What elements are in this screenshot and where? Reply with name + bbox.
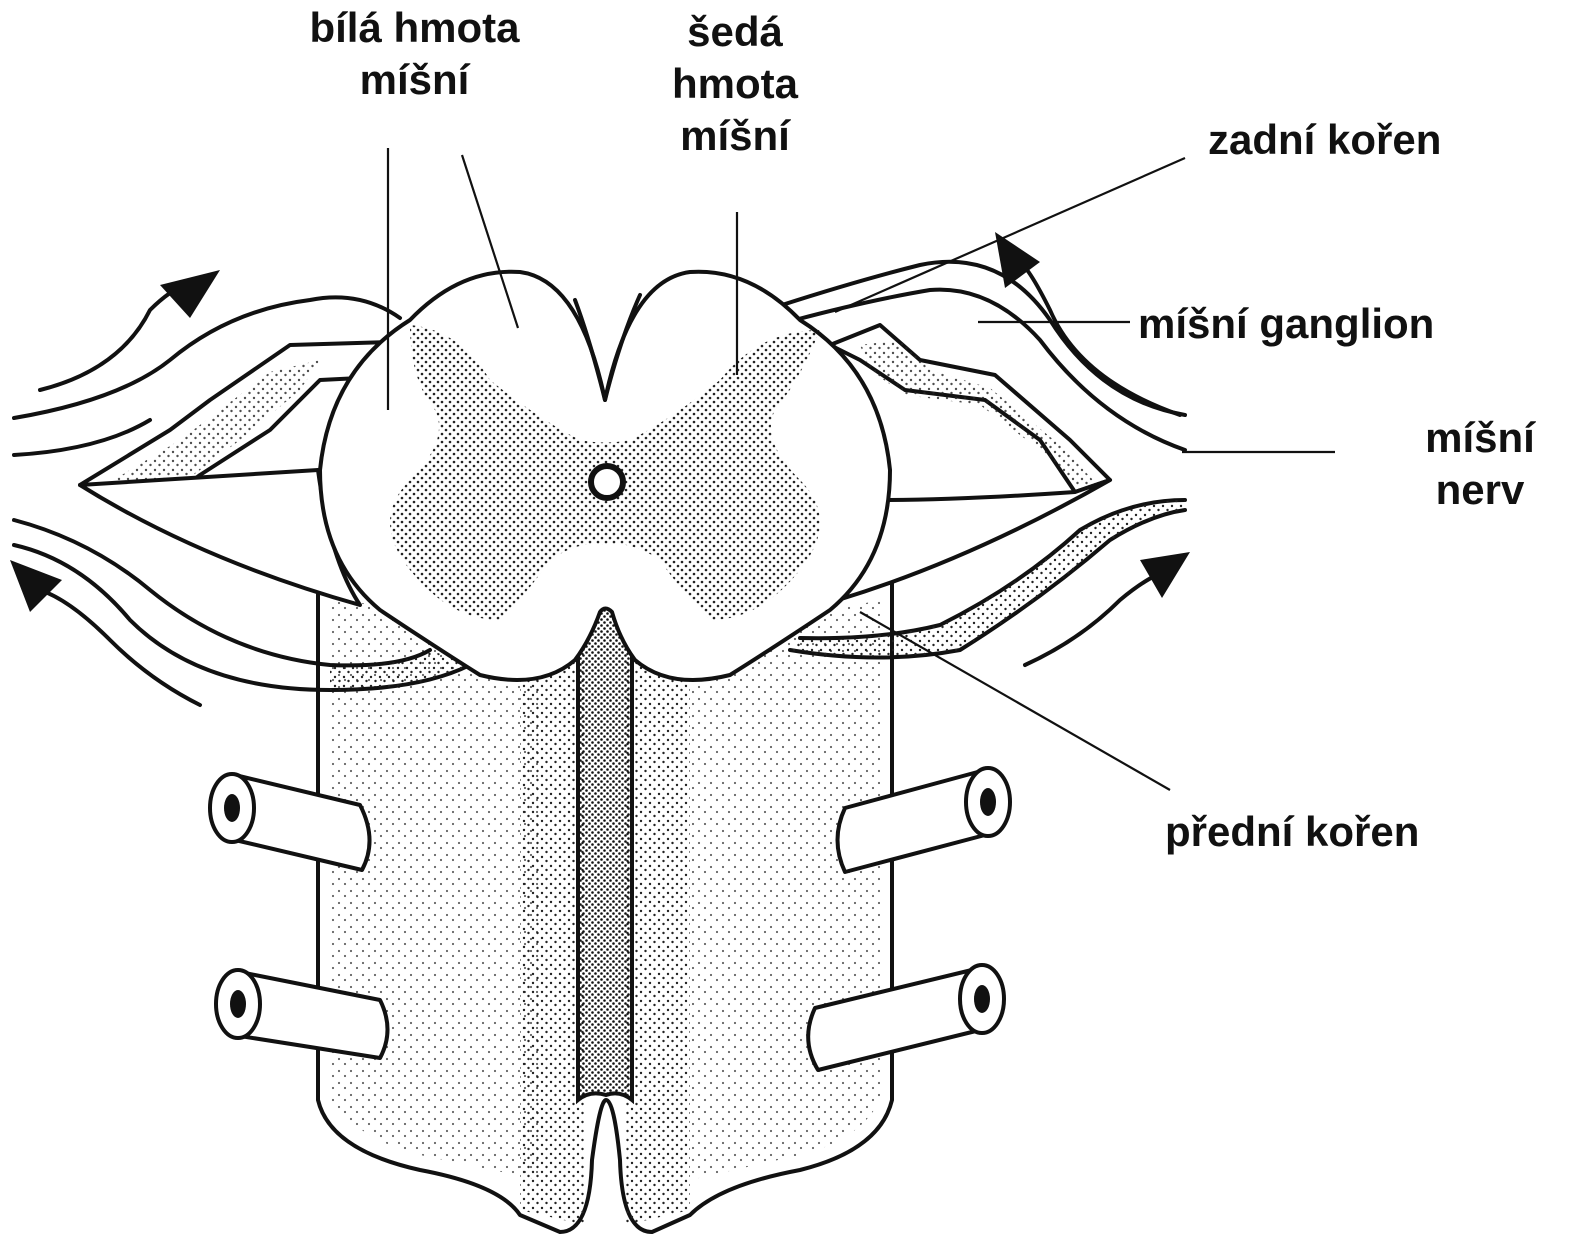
label-dorsal-root: zadní kořen — [1208, 114, 1441, 166]
central-canal — [591, 466, 623, 498]
label-white-matter: bílá hmota míšní — [262, 2, 567, 106]
label-grey-matter-line1: šedá — [630, 6, 840, 58]
left-lower-arrow — [10, 560, 200, 705]
label-grey-matter-line3: míšní — [630, 110, 840, 162]
label-spinal-nerve-line2: nerv — [1395, 464, 1565, 516]
leader-ventral-root — [860, 612, 1170, 790]
leader-dorsal-root — [835, 158, 1185, 312]
label-grey-matter: šedá hmota míšní — [630, 6, 840, 162]
label-grey-matter-line2: hmota — [630, 58, 840, 110]
label-ventral-root: přední kořen — [1165, 806, 1419, 858]
label-spinal-nerve: míšní nerv — [1395, 412, 1565, 516]
label-white-matter-line1: bílá hmota — [262, 2, 567, 54]
label-spinal-ganglion: míšní ganglion — [1138, 298, 1434, 350]
label-white-matter-line2: míšní — [262, 54, 567, 106]
label-spinal-nerve-line1: míšní — [1395, 412, 1565, 464]
left-upper-arrow — [40, 270, 220, 390]
